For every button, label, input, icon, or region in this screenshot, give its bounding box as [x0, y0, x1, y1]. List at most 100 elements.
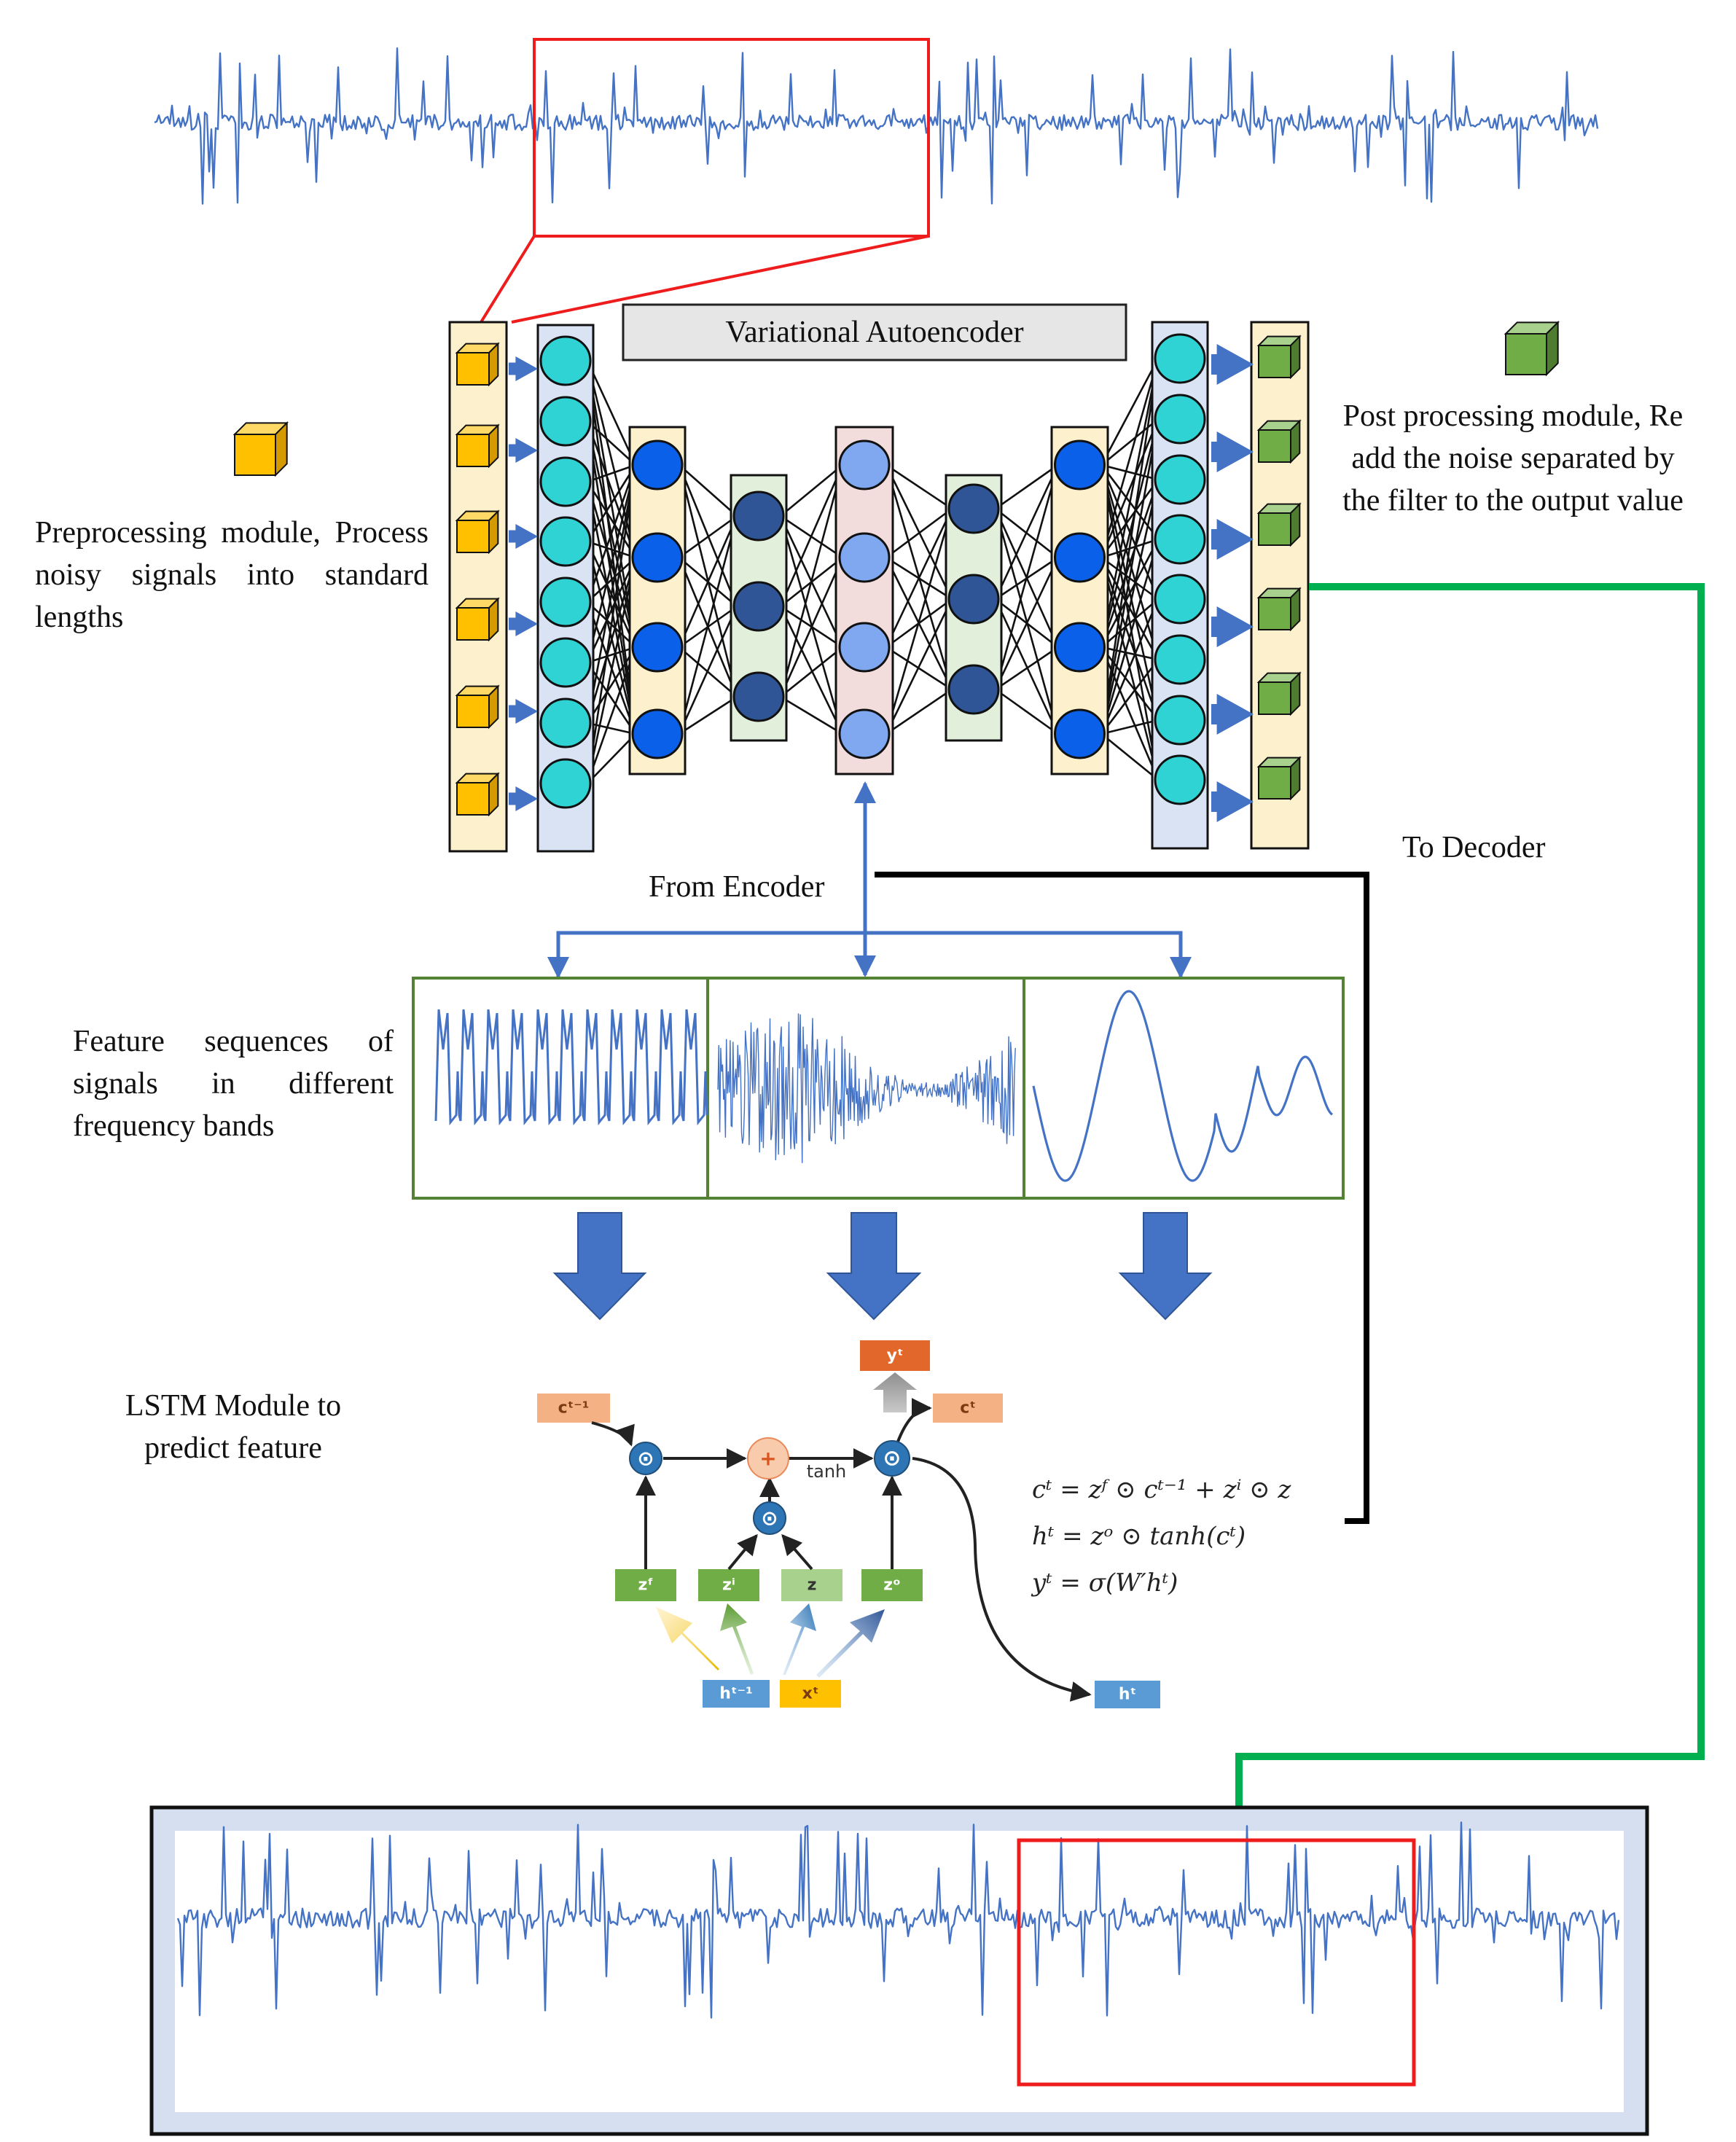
lstm-equations: cᵗ = zᶠ ⊙ cᵗ⁻¹ + zⁱ ⊙ z hᵗ = zᵒ ⊙ tanh(c…	[1032, 1466, 1353, 1606]
preprocessing-description: Preprocessing module, Process noisy sign…	[35, 516, 429, 634]
connection	[780, 695, 843, 735]
node-l3-2	[631, 532, 684, 583]
connection	[885, 508, 953, 735]
input-arrow-1	[509, 356, 538, 381]
input-module-legend-cube	[232, 421, 289, 477]
legend-input-cube	[232, 421, 289, 477]
input-cube-1	[455, 342, 500, 387]
equation-cell-state: cᵗ = zᶠ ⊙ cᵗ⁻¹ + zⁱ ⊙ z	[1032, 1475, 1291, 1504]
output-arrow-6	[1211, 781, 1254, 822]
connection	[587, 464, 636, 483]
to-decoder-label: To Decoder	[1402, 831, 1546, 864]
vae-title-box	[622, 303, 1127, 361]
legend-output-cube-face	[1505, 333, 1547, 375]
band-1-signal	[434, 1009, 708, 1126]
gate-z-label: z	[808, 1576, 817, 1595]
connection	[587, 557, 636, 603]
node-l6-3	[947, 664, 1000, 715]
connection	[994, 598, 1059, 735]
input-cube-1-face	[456, 352, 490, 386]
connection	[678, 606, 738, 735]
vae-title: Variational Autoencoder	[725, 316, 1024, 349]
connection	[780, 464, 843, 517]
connection	[1100, 598, 1160, 735]
zoom-lines	[480, 235, 929, 324]
connection	[1100, 479, 1160, 558]
node-l6-2	[947, 574, 1000, 625]
connection	[1100, 539, 1160, 648]
node-l3-4	[631, 708, 684, 759]
band-3-signal	[1032, 990, 1334, 1182]
connection	[587, 421, 636, 466]
connection	[779, 464, 844, 697]
node-l5-2	[838, 532, 891, 583]
connection	[586, 464, 637, 663]
connection	[885, 508, 953, 648]
node-l7-1	[1054, 439, 1106, 490]
node-l4-2	[732, 581, 785, 632]
output-cube-3	[1256, 502, 1302, 547]
connection	[586, 421, 637, 558]
output-cube-2-face	[1258, 429, 1291, 463]
gate-zf-box	[615, 1569, 676, 1601]
band-2-signal	[717, 1013, 1016, 1163]
input-cube-5-face	[456, 695, 490, 728]
connection	[995, 688, 1059, 735]
node-l2-5	[539, 576, 592, 628]
output-cube-4-face	[1258, 597, 1291, 630]
node-l8-7	[1154, 695, 1206, 746]
output-multiply-op	[874, 1440, 910, 1477]
forget-multiply-symbol: ⊙	[637, 1447, 654, 1471]
input-cube-5	[455, 684, 500, 730]
connection	[1100, 479, 1160, 648]
output-module-legend-cube	[1504, 320, 1560, 377]
band-3-frame	[1023, 977, 1345, 1200]
network-nodes	[539, 333, 1206, 809]
connection	[679, 464, 738, 517]
connection	[1100, 479, 1160, 735]
node-l4-3	[732, 671, 785, 722]
connection	[885, 464, 953, 510]
postprocessing-description: Post processing module, Re add the noise…	[1342, 399, 1684, 517]
lstm-cell: cᵗ⁻¹ yᵗ cᵗ zᶠ zⁱ z zᵒ hᵗ⁻¹ xᵗ hᵗ ⊙ ⊙ ⊙ +…	[537, 1340, 1160, 1708]
connection	[994, 557, 1059, 690]
connection	[994, 464, 1059, 600]
connection	[586, 421, 637, 735]
node-l3-1	[631, 439, 684, 490]
input-arrow-3	[509, 524, 538, 549]
tanh-label: tanh	[807, 1461, 847, 1482]
feature-sequences-label: Feature sequences of signals in differen…	[73, 1025, 394, 1143]
connection	[1100, 659, 1160, 735]
connection	[586, 557, 637, 663]
lstm-module-label: LSTM Module to predict feature	[125, 1389, 342, 1465]
x-t-label: xᵗ	[802, 1685, 819, 1703]
connection	[1100, 358, 1160, 466]
gate-zi-box	[698, 1569, 759, 1601]
down-arrows	[552, 1212, 1213, 1321]
connection	[995, 646, 1059, 691]
input-cube-4-face	[456, 607, 490, 641]
connection	[587, 646, 636, 664]
connection	[779, 606, 844, 735]
io-cubes	[455, 335, 1302, 817]
vae-network	[448, 321, 1310, 853]
input-arrow-4	[509, 611, 538, 636]
x-t-box	[780, 1680, 841, 1708]
input-cube-6	[455, 772, 500, 817]
connection	[995, 464, 1059, 510]
io-arrows	[509, 344, 1254, 822]
node-l5-3	[838, 622, 891, 673]
connection	[1100, 418, 1160, 648]
output-cube-4	[1256, 587, 1302, 632]
node-l8-6	[1154, 634, 1206, 685]
gate-zo-label: zᵒ	[883, 1576, 901, 1595]
input-multiply-symbol: ⊙	[761, 1506, 778, 1531]
node-l8-1	[1154, 333, 1206, 384]
connection	[586, 557, 637, 724]
input-arrow-2	[509, 438, 538, 463]
connection	[679, 695, 738, 735]
frequency-bands	[412, 977, 1345, 1200]
legend-output-cube	[1504, 320, 1560, 377]
from-encoder-label: From Encoder	[649, 870, 825, 904]
connection	[1100, 418, 1160, 558]
